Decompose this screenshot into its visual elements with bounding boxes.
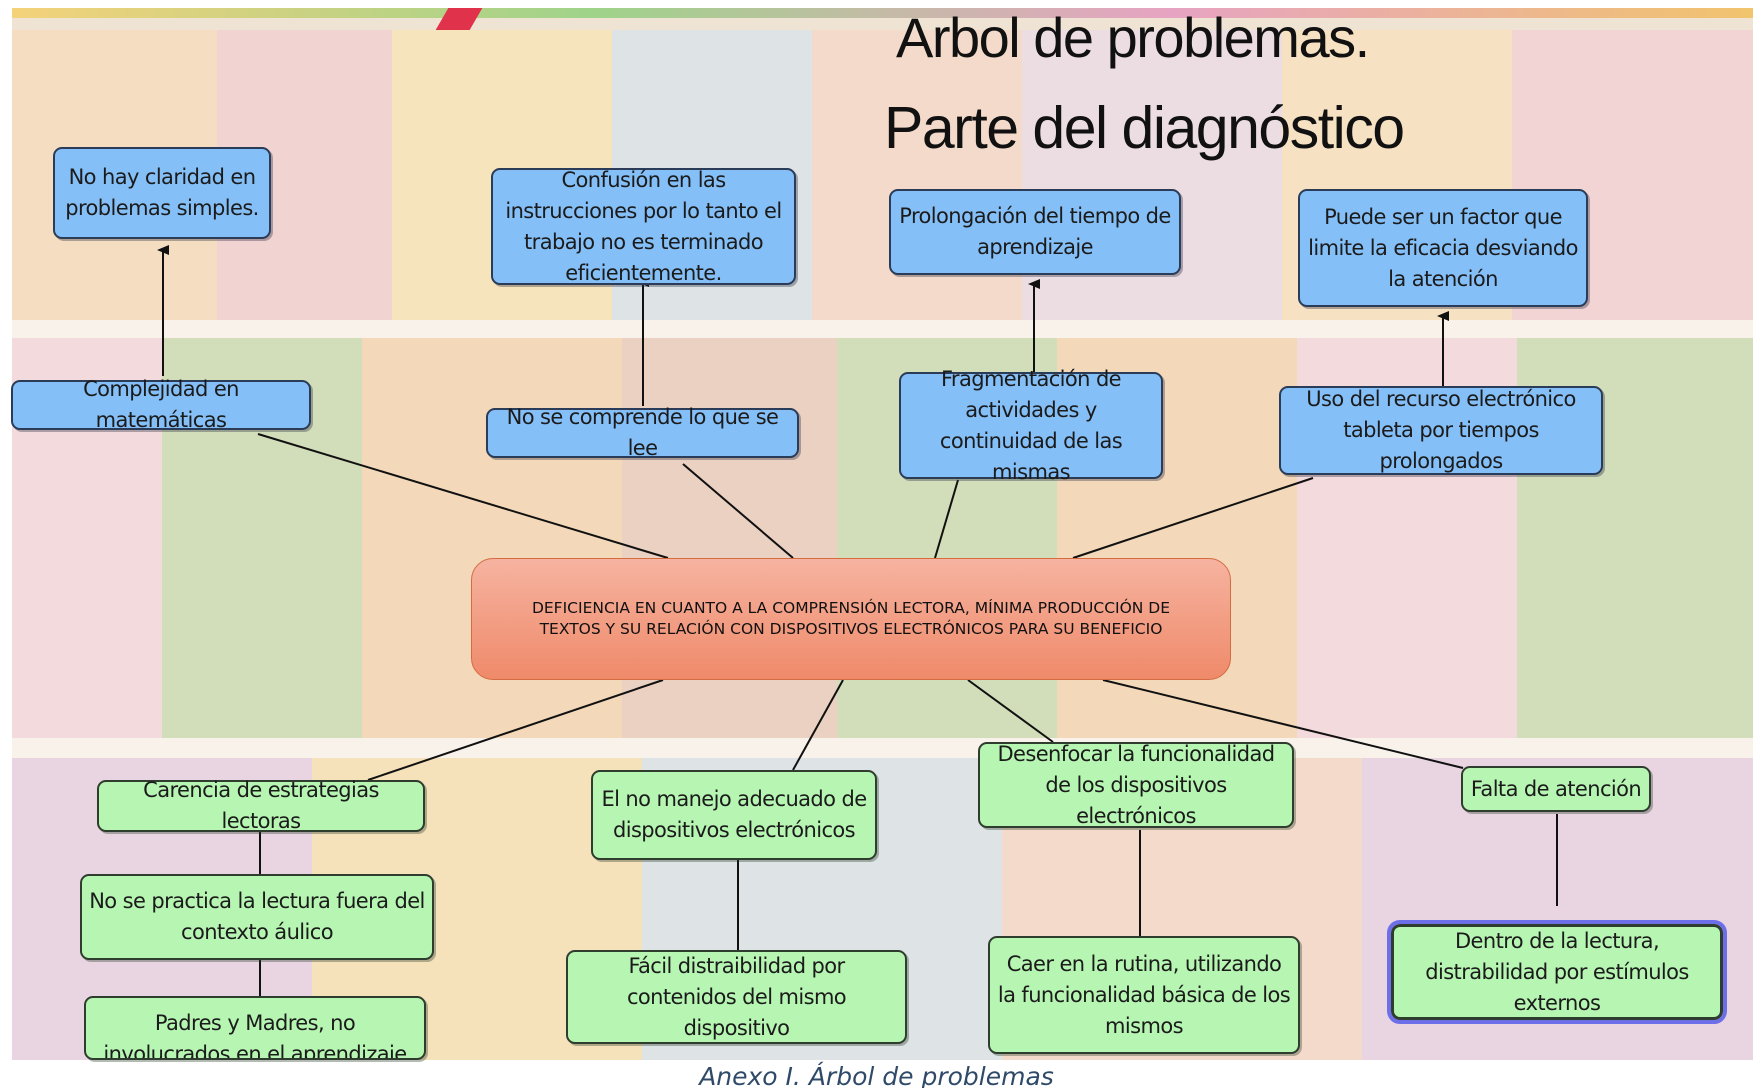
central-problem-box: DEFICIENCIA EN CUANTO A LA COMPRENSIÓN L… (471, 558, 1231, 680)
connector-line (1072, 477, 1314, 559)
background-divider (12, 320, 1753, 338)
sub-cause-box: Padres y Madres, no involucrados en el a… (84, 996, 426, 1060)
connector-line (257, 433, 669, 559)
connector-line (792, 679, 844, 771)
effect-box: No hay claridad en problemas simples. (53, 147, 271, 239)
connector-line (682, 463, 794, 559)
title-line-1: Arbol de problemas. (896, 6, 1370, 69)
sub-cause-box-highlighted: Dentro de la lectura, distrabilidad por … (1387, 920, 1727, 1024)
problem-box: Complejidad en matemáticas (11, 377, 311, 432)
sub-cause-box: Caer en la rutina, utilizando la funcion… (988, 936, 1300, 1054)
sub-cause-box: Fácil distraibilidad por contenidos del … (566, 950, 907, 1044)
connector-line (934, 479, 959, 559)
connector-line (367, 679, 664, 781)
connector-line (967, 679, 1054, 743)
problem-box: Uso del recurso electrónico tableta por … (1279, 386, 1603, 475)
problem-box: Fragmentación de actividades y continuid… (899, 367, 1163, 484)
cause-box: Desenfocar la funcionalidad de los dispo… (978, 742, 1294, 828)
figure-caption: Anexo I. Árbol de problemas (699, 1062, 1054, 1088)
cause-box: Carencia de estrategias lectoras (97, 778, 425, 833)
top-color-strip (12, 8, 1753, 18)
effect-box: Confusión en las instrucciones por lo ta… (491, 168, 796, 285)
sub-cause-box: No se practica la lectura fuera del cont… (80, 874, 434, 960)
effect-box: Puede ser un factor que limite la eficac… (1298, 189, 1588, 307)
connector-line (1102, 679, 1464, 769)
title-line-2: Parte del diagnóstico (884, 95, 1405, 161)
cause-box: El no manejo adecuado de dispositivos el… (591, 770, 877, 860)
problem-box: No se comprende lo que se lee (486, 405, 799, 460)
effect-box: Prolongación del tiempo de aprendizaje (889, 189, 1181, 275)
cause-box: Falta de atención (1461, 766, 1651, 812)
